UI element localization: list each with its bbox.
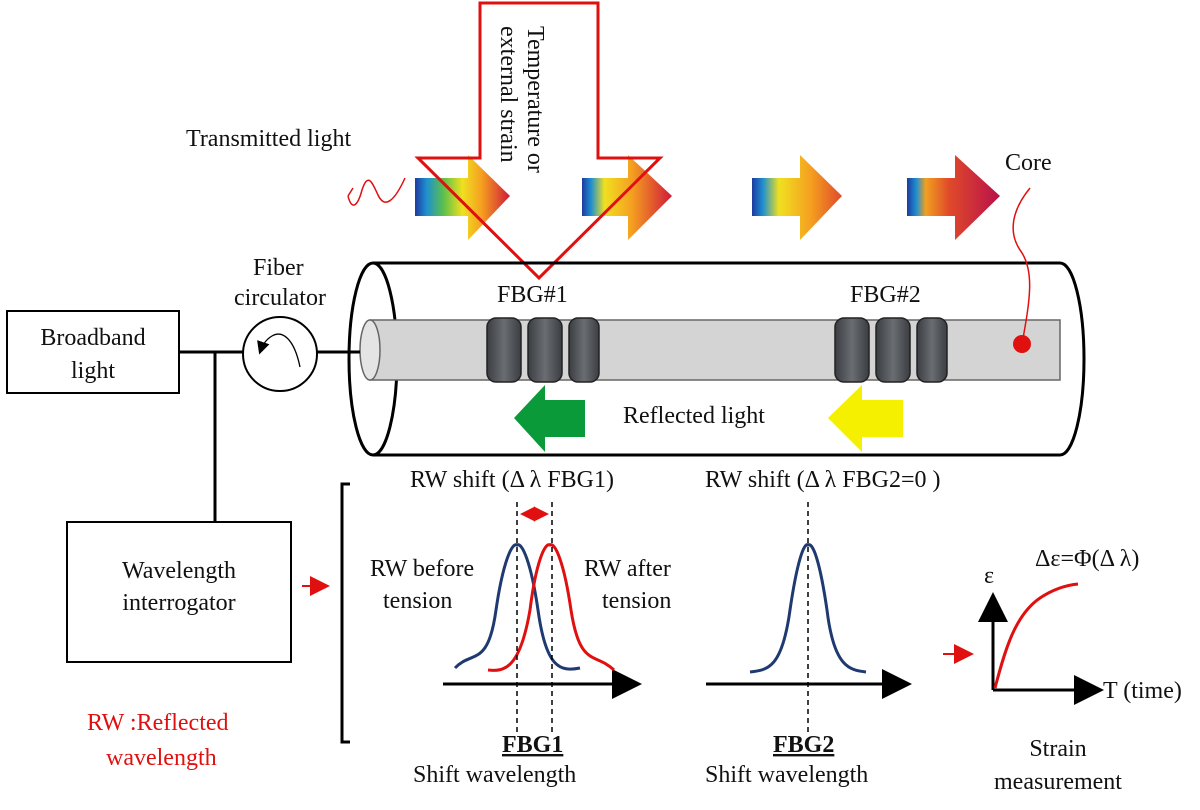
fiber-core-tube [369, 319, 1061, 381]
transmitted-squiggle-icon [347, 177, 406, 206]
wavelength-label-line1: Wavelength [122, 558, 236, 584]
strain-measurement-label-line1: Strain [1029, 736, 1086, 762]
fbg2-plot-title: FBG2 [773, 732, 834, 758]
fiber-cylinder-right-end [1059, 261, 1086, 457]
fbg1-spectrum-plot [443, 502, 642, 735]
rw-after-label-line2: tension [602, 588, 671, 614]
broadband-label-line2: light [71, 358, 115, 384]
fiber-circulator-label-line1: Fiber [253, 255, 304, 281]
fbg2-spectrum-plot [706, 502, 912, 735]
rw-legend-line2: wavelength [106, 745, 217, 771]
rw-shift-fbg1-label: RW shift (Δ λ FBG1) [410, 467, 614, 493]
rw-shift-fbg2-label: RW shift (Δ λ FBG2=0 ) [705, 467, 941, 493]
strain-formula-label: Δε=Φ(Δ λ) [1035, 546, 1139, 572]
temperature-strain-arrow [414, 1, 664, 281]
fiber-circulator-label-line2: circulator [234, 285, 326, 311]
fbg2-label: FBG#2 [850, 282, 921, 308]
fbg1-before-peak [453, 543, 581, 671]
reflected-yellow-arrow [828, 385, 903, 452]
fbg1-label: FBG#1 [497, 282, 568, 308]
transmitted-tail-icon [347, 187, 354, 197]
transmitted-light-label: Transmitted light [186, 126, 351, 152]
fbg2-gratings [834, 317, 948, 383]
fiber-core-left-end [359, 319, 381, 381]
core-pointer-line [1012, 187, 1031, 345]
rw-before-label-line1: RW before [370, 556, 474, 582]
fbg1-gratings [486, 317, 600, 383]
fbg1-plot-title: FBG1 [502, 732, 563, 758]
temperature-label-line2: external strain [495, 26, 521, 163]
strain-curve [993, 582, 1079, 689]
rw-after-label-line1: RW after [584, 556, 671, 582]
spectrum-arrow-1 [415, 155, 510, 240]
strain-measurement-label-line2: measurement [994, 769, 1122, 795]
fbg2-plot-subtitle: Shift wavelength [705, 762, 868, 788]
epsilon-label: ε [984, 563, 994, 589]
broadband-label-line1: Broadband [40, 325, 145, 351]
rw-legend-line1: RW :Reflected [87, 710, 229, 736]
fiber-circulator [242, 316, 318, 392]
core-label: Core [1005, 150, 1052, 176]
wavelength-label-line2: interrogator [122, 590, 235, 616]
broadband-light-box [6, 310, 180, 394]
spectrum-arrow-2 [582, 155, 672, 240]
fbg2-peak [749, 543, 867, 674]
temperature-label-line1: Temperature or [522, 26, 548, 173]
reflected-light-label: Reflected light [623, 403, 765, 429]
spectrum-arrow-3 [752, 155, 842, 240]
t-time-label: T (time) [1103, 678, 1182, 704]
fiber-cylinder-body [373, 261, 1060, 457]
fbg1-plot-subtitle: Shift wavelength [413, 762, 576, 788]
circulator-arrow-icon [257, 333, 301, 368]
bracket-left [340, 482, 350, 744]
reflected-green-arrow [514, 385, 585, 452]
rw-before-label-line2: tension [383, 588, 452, 614]
wavelength-interrogator-box [66, 521, 292, 663]
spectrum-arrow-4 [907, 155, 1000, 240]
strain-plot [978, 582, 1104, 705]
fbg1-after-peak [487, 543, 616, 672]
